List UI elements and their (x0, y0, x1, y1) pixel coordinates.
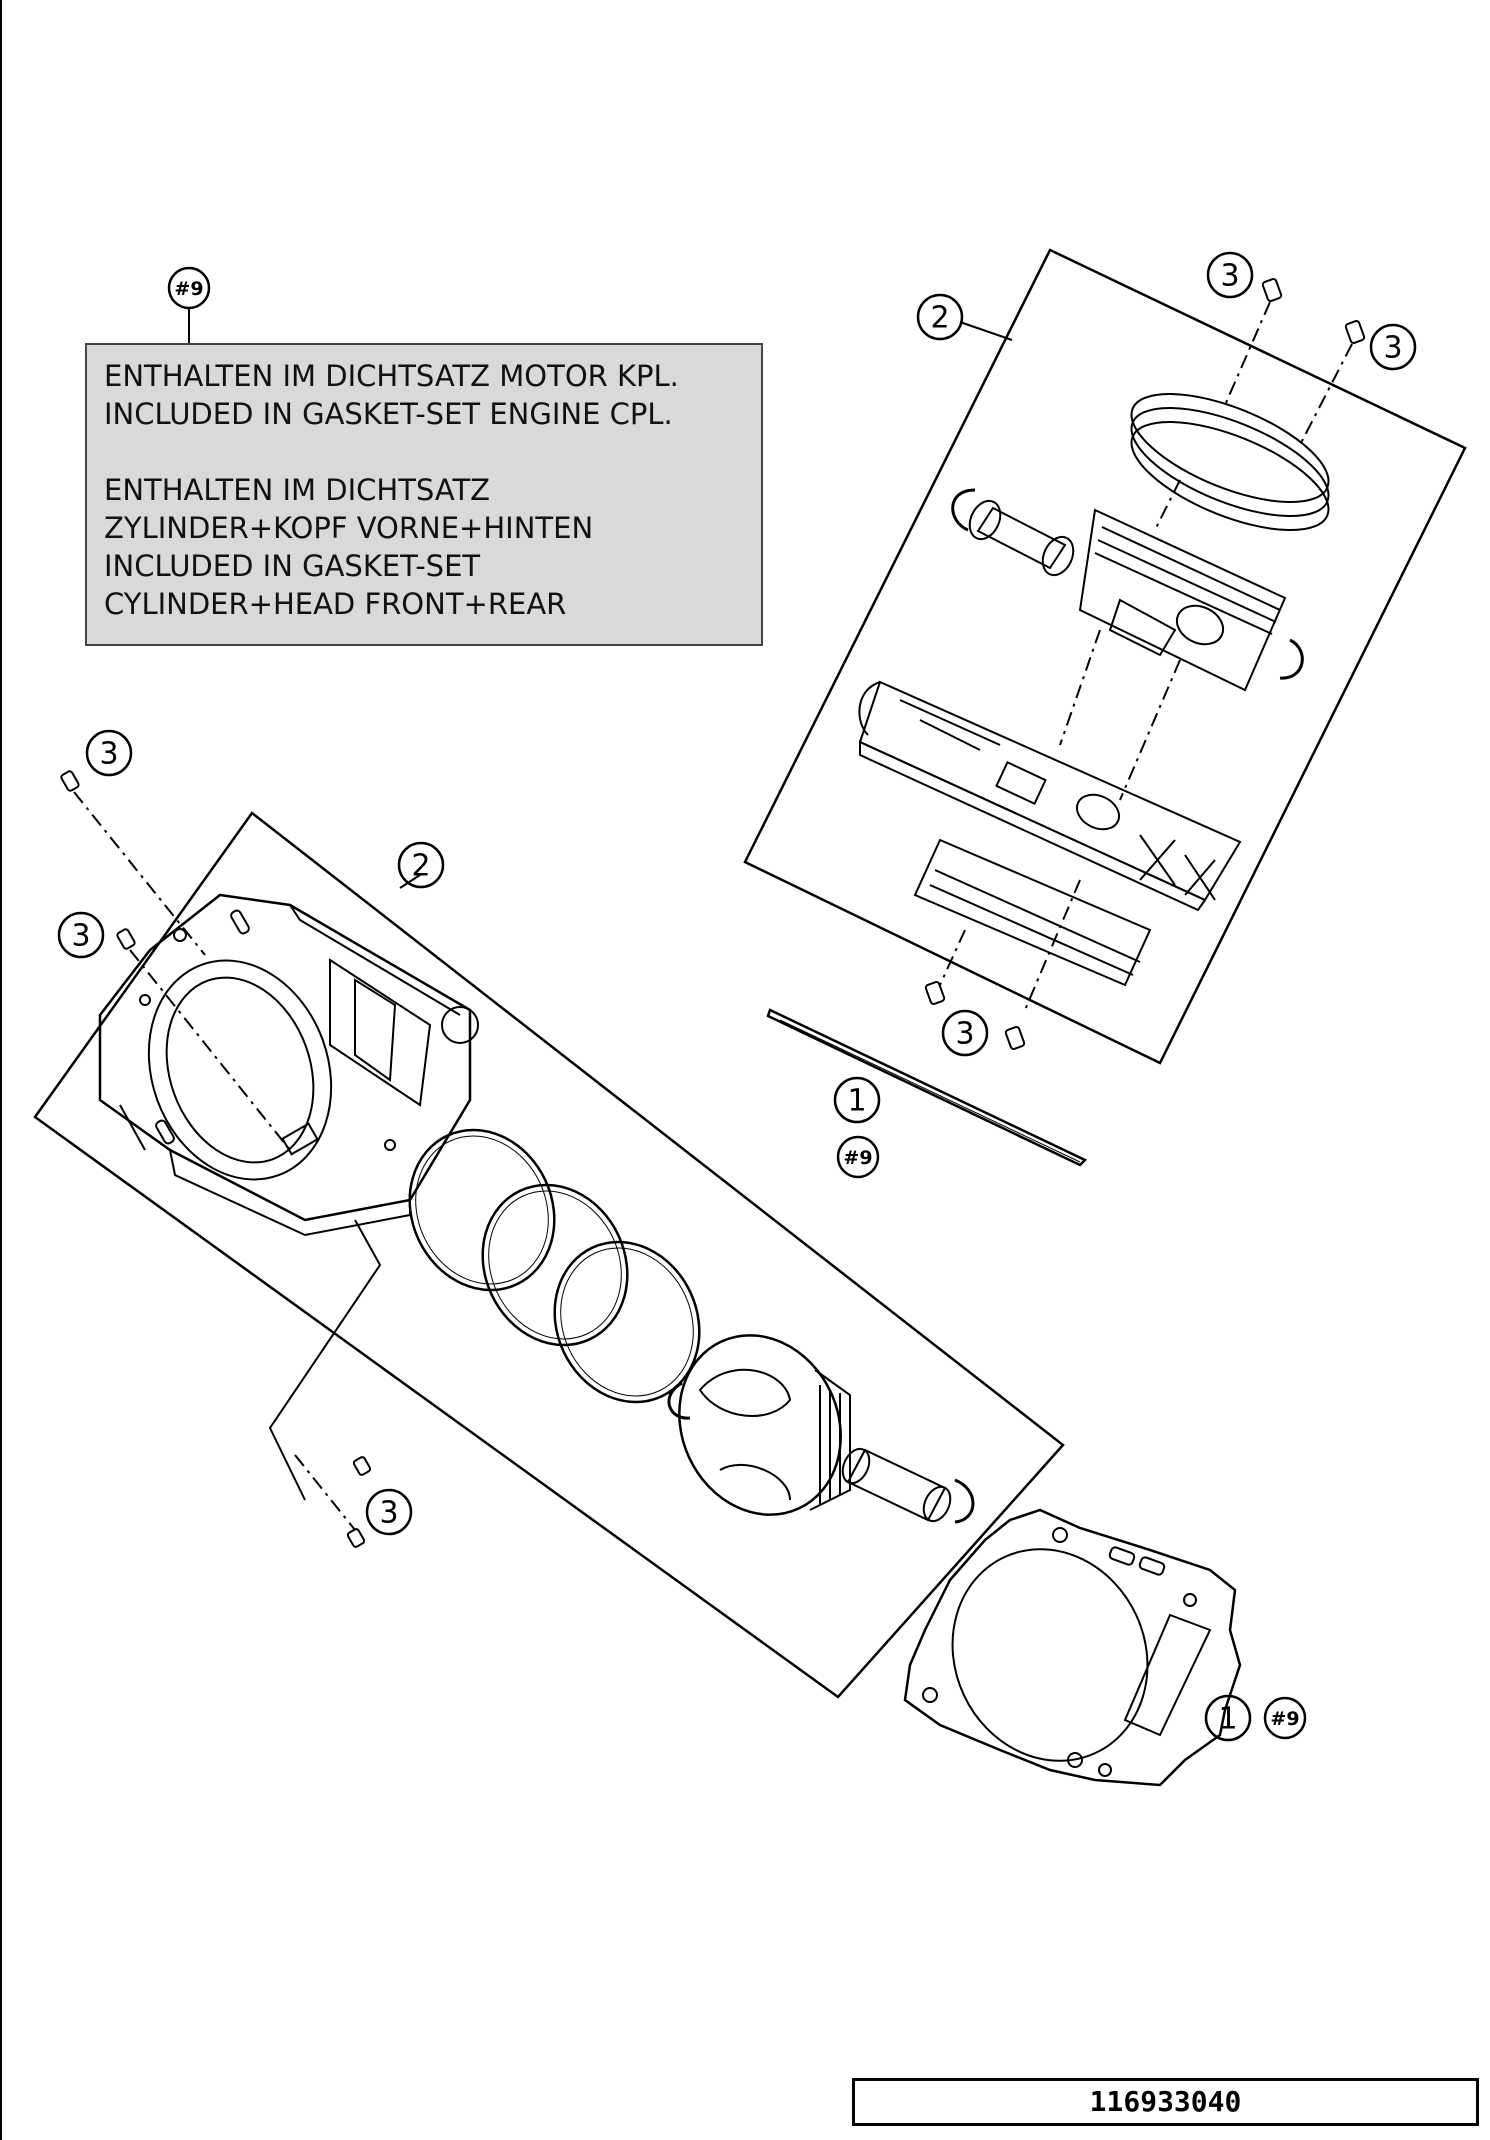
leader-item-2-left (399, 874, 421, 889)
dowel-pin (1004, 1026, 1026, 1050)
dowel-pin (1344, 320, 1366, 344)
piston-top (1078, 508, 1287, 692)
callout-tag-gasket-flat-text: #9 (843, 1147, 872, 1169)
dowel-pin (346, 1528, 366, 1548)
note-line-5: ZYLINDER+KOPF VORNE+HINTEN (104, 511, 594, 545)
document-number: 116933040 (852, 2078, 1479, 2126)
dash-leader (1224, 301, 1271, 406)
callout-tag-note: #9 (167, 266, 211, 310)
callout-item-1-gasket-flat: 1 (833, 1076, 881, 1124)
dash-leader (1154, 479, 1181, 531)
callout-tag-head-gasket: #9 (1263, 1696, 1307, 1740)
circlip (951, 488, 976, 532)
piston-pin-top (968, 499, 1075, 577)
dash-leader (129, 949, 291, 1151)
callout-item-3-top-a: 3 (1206, 251, 1254, 299)
callout-item-3-text: 3 (99, 737, 118, 772)
note-line-7: CYLINDER+HEAD FRONT+REAR (104, 587, 567, 621)
dowel-pin (352, 1456, 372, 1476)
piston-left (678, 1334, 851, 1516)
dowel-pin (116, 928, 136, 950)
kit-frame-top-right (743, 248, 1467, 1065)
dowel-pin (1261, 278, 1283, 302)
callout-item-3-text: 3 (1220, 259, 1239, 294)
kit-frame-lower-left (33, 811, 1065, 1699)
callout-item-2-left: 2 (397, 841, 445, 889)
circlip (667, 1381, 691, 1420)
callout-item-2-text: 2 (411, 849, 430, 884)
callout-item-3-left-a: 3 (85, 729, 133, 777)
dash-leader (294, 1454, 356, 1531)
cylinder-block-top (858, 680, 1242, 987)
piston-pin-left (841, 1447, 952, 1523)
callout-item-3-left-b: 3 (57, 911, 105, 959)
callout-item-1-text: 1 (1218, 1702, 1237, 1737)
leader-item-2-top (959, 321, 1013, 341)
note-line-4: ENTHALTEN IM DICHTSATZ (104, 473, 491, 507)
circlip (1279, 638, 1304, 680)
dowel-pin (924, 981, 946, 1005)
note-line-1: ENTHALTEN IM DICHTSATZ MOTOR KPL. (104, 359, 679, 393)
callout-item-3-text: 3 (1383, 331, 1402, 366)
callout-item-3-top-b: 3 (1369, 323, 1417, 371)
callout-item-3-lower-left: 3 (365, 1488, 413, 1536)
gasket-set-note: ENTHALTEN IM DICHTSATZ MOTOR KPL. INCLUD… (85, 343, 763, 646)
dash-leader (1024, 879, 1081, 1011)
callout-item-1-head-gasket: 1 (1204, 1694, 1252, 1742)
dash-leader (73, 791, 206, 956)
head-gasket (903, 1508, 1242, 1787)
callout-item-2-text: 2 (930, 301, 949, 336)
note-line-2: INCLUDED IN GASKET-SET ENGINE CPL. (104, 397, 673, 431)
circlip (954, 1478, 975, 1524)
base-gasket-flat (766, 1008, 1088, 1167)
callout-tag-note-text: #9 (174, 278, 203, 300)
callout-tag-gasket-flat: #9 (836, 1135, 880, 1179)
gasket-ring-stack (1130, 392, 1330, 532)
dash-leader (1119, 659, 1181, 801)
callout-item-3-top-c: 3 (941, 1009, 989, 1057)
callout-items: #9 #9 #9 1 1 2 2 3 (57, 251, 1417, 1742)
dash-leader (1299, 343, 1353, 446)
callout-item-3-text: 3 (955, 1017, 974, 1052)
callout-item-1-text: 1 (847, 1084, 866, 1119)
callout-item-3-text: 3 (71, 919, 90, 954)
callout-item-2-top: 2 (916, 293, 964, 341)
note-line-6: INCLUDED IN GASKET-SET (104, 549, 481, 583)
dash-leader (939, 929, 966, 986)
page-left-border (0, 0, 2, 2140)
cylinder-block-left (98, 893, 479, 1237)
callout-tag-head-gasket-text: #9 (1270, 1708, 1299, 1730)
dowel-pin (60, 770, 80, 792)
dash-leader (1059, 629, 1101, 746)
piston-ring-set (408, 1128, 701, 1404)
callout-item-3-text: 3 (379, 1496, 398, 1531)
leader-item-3-lower-left (268, 1219, 382, 1501)
